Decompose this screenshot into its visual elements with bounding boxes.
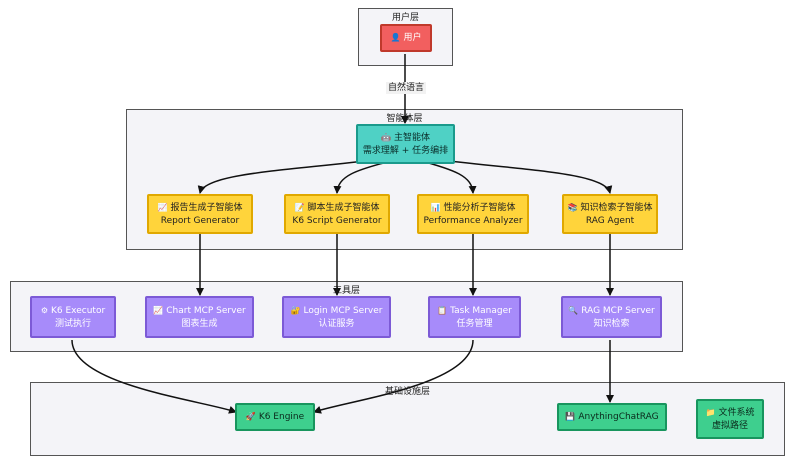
k6-executor-title: K6 Executor xyxy=(51,305,106,316)
chart-mcp-title: Chart MCP Server xyxy=(166,305,246,316)
script-agent-subtitle: K6 Script Generator xyxy=(292,215,382,226)
chart-icon: 📈 xyxy=(157,202,168,212)
login-mcp-subtitle: 认证服务 xyxy=(318,318,355,329)
login-mcp-title: Login MCP Server xyxy=(303,305,383,316)
anything-chat-rag-label: AnythingChatRAG xyxy=(578,412,659,422)
lock-icon: 🔐 xyxy=(290,305,301,315)
perf-agent-node[interactable]: 📊性能分析子智能体 Performance Analyzer xyxy=(417,194,529,234)
chart-mcp-node[interactable]: 📈Chart MCP Server 图表生成 xyxy=(145,296,254,338)
user-layer-title: 用户层 xyxy=(391,13,419,23)
edge-main-script xyxy=(333,159,396,194)
rag-agent-subtitle: RAG Agent xyxy=(585,215,635,226)
database-icon: 💾 xyxy=(565,412,576,421)
edge-k6exec-engine xyxy=(71,339,237,414)
rag-agent-node[interactable]: 📚知识检索子智能体 RAG Agent xyxy=(562,194,658,234)
script-agent-title: 脚本生成子智能体 xyxy=(307,202,380,213)
main-agent-node[interactable]: 🤖主智能体 需求理解 + 任务编排 xyxy=(356,124,455,164)
user-node[interactable]: 👤用户 xyxy=(380,24,432,52)
anything-chat-rag-node[interactable]: 💾AnythingChatRAG xyxy=(557,403,667,431)
login-mcp-node[interactable]: 🔐Login MCP Server 认证服务 xyxy=(282,296,391,338)
report-agent-node[interactable]: 📈报告生成子智能体 Report Generator xyxy=(147,194,253,234)
main-agent-title: 主智能体 xyxy=(393,132,430,143)
rocket-icon: 🚀 xyxy=(245,412,256,421)
bar-chart-icon: 📊 xyxy=(430,202,441,212)
file-system-title: 文件系统 xyxy=(718,407,755,418)
user-node-label: 用户 xyxy=(403,33,422,43)
pencil-icon: 📝 xyxy=(294,202,305,212)
task-manager-title: Task Manager xyxy=(450,305,512,316)
clipboard-icon: 📋 xyxy=(437,305,448,315)
k6-engine-node[interactable]: 🚀K6 Engine xyxy=(235,403,315,431)
chart-icon: 📈 xyxy=(153,305,164,315)
perf-agent-subtitle: Performance Analyzer xyxy=(423,215,523,226)
report-agent-subtitle: Report Generator xyxy=(160,215,240,226)
k6-executor-node[interactable]: ⚙K6 Executor 测试执行 xyxy=(30,296,116,338)
tool-layer-title: 工具层 xyxy=(332,286,360,296)
k6-engine-label: K6 Engine xyxy=(258,412,305,422)
gear-icon: ⚙ xyxy=(40,305,48,315)
task-manager-node[interactable]: 📋Task Manager 任务管理 xyxy=(428,296,521,338)
edge-main-report xyxy=(197,158,381,194)
rag-agent-title: 知识检索子智能体 xyxy=(580,202,653,213)
task-manager-subtitle: 任务管理 xyxy=(456,318,493,329)
main-agent-subtitle: 需求理解 + 任务编排 xyxy=(362,145,449,156)
perf-agent-title: 性能分析子智能体 xyxy=(443,202,516,213)
file-system-node[interactable]: 📁文件系统 虚拟路径 xyxy=(696,399,764,439)
rag-mcp-title: RAG MCP Server xyxy=(581,305,655,316)
edge-task-engine xyxy=(313,339,474,414)
search-icon: 🔍 xyxy=(568,305,579,315)
report-agent-title: 报告生成子智能体 xyxy=(170,202,243,213)
rag-mcp-node[interactable]: 🔍RAG MCP Server 知识检索 xyxy=(561,296,662,338)
robot-icon: 🤖 xyxy=(381,132,391,142)
user-icon: 👤 xyxy=(390,33,401,42)
file-system-subtitle: 虚拟路径 xyxy=(711,420,748,431)
script-agent-node[interactable]: 📝脚本生成子智能体 K6 Script Generator xyxy=(284,194,390,234)
chart-mcp-subtitle: 图表生成 xyxy=(181,318,218,329)
k6-executor-subtitle: 测试执行 xyxy=(54,318,91,329)
edge-main-rag xyxy=(431,158,613,194)
books-icon: 📚 xyxy=(567,202,578,212)
edge-label-natural-language: 自然语言 xyxy=(386,82,427,94)
edge-main-perf xyxy=(417,159,477,194)
infra-layer-title: 基础设施层 xyxy=(384,387,430,397)
folder-icon: 📁 xyxy=(705,407,716,417)
rag-mcp-subtitle: 知识检索 xyxy=(593,318,630,329)
